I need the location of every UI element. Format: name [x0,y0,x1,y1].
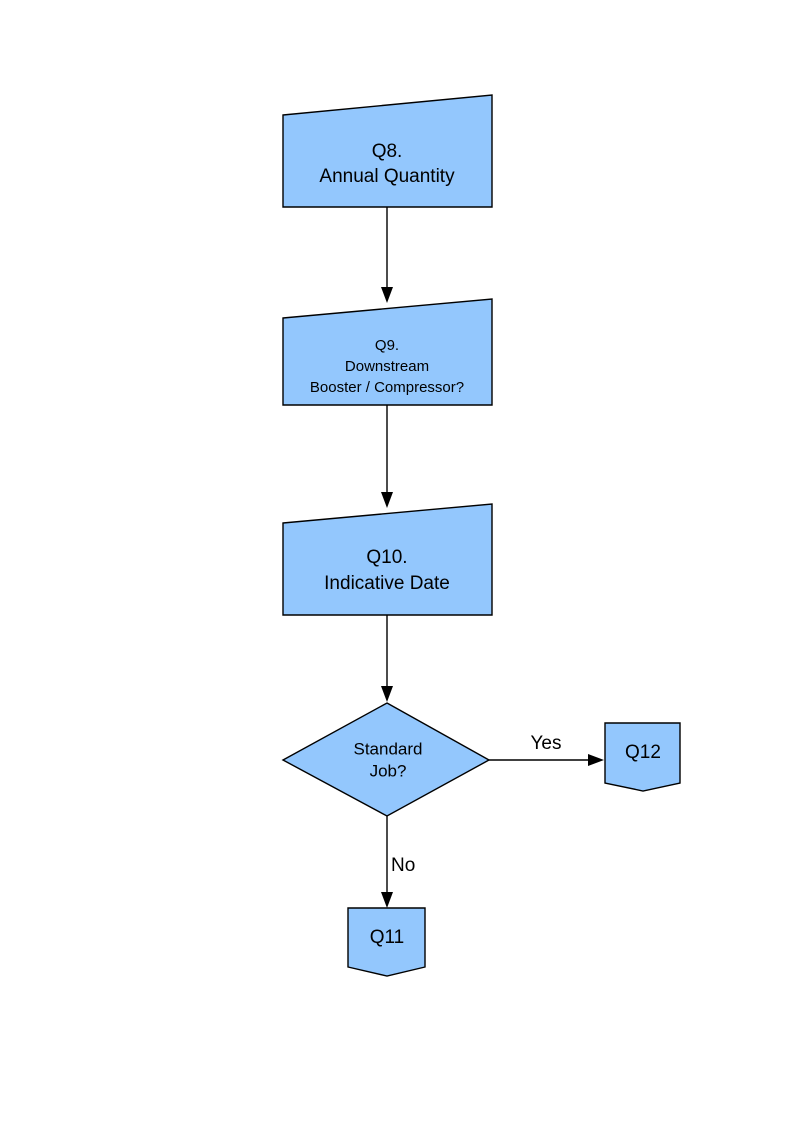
node-q11-shape[interactable] [347,907,426,977]
edge-label-yes: Yes [531,733,562,754]
node-q9-shape[interactable] [282,298,493,406]
connector-decision-to-q12: Yes [489,733,604,766]
node-q8-line1: Q8. [372,141,403,162]
node-q10[interactable]: Q10. Indicative Date [282,503,493,616]
node-q11[interactable]: Q11 [347,907,426,977]
connector-q8-to-q9 [381,207,393,303]
node-q9-line2: Downstream [345,358,429,375]
node-decision-standard-job[interactable]: Standard Job? [281,702,491,817]
node-q10-line2: Indicative Date [324,573,450,594]
node-q9[interactable]: Q9. Downstream Booster / Compressor? [282,298,493,406]
node-decision-line2: Job? [370,761,407,780]
connector-decision-to-q11: No [381,816,415,908]
node-decision-line1: Standard [354,739,423,758]
node-q12-label: Q12 [625,742,661,763]
node-q9-line3: Booster / Compressor? [310,379,464,396]
node-q10-shape[interactable] [282,503,493,616]
arrowhead-q9-q10 [381,492,393,508]
arrowhead-q10-decision [381,686,393,702]
node-q9-line1: Q9. [375,337,399,354]
connector-q9-to-q10 [381,405,393,508]
connector-q10-to-decision [381,615,393,702]
edge-label-no: No [391,855,415,876]
node-decision-shape[interactable] [281,702,491,817]
node-q8[interactable]: Q8. Annual Quantity [282,94,493,208]
node-q10-line1: Q10. [366,547,407,568]
arrowhead-decision-q11 [381,892,393,908]
arrowhead-decision-q12 [588,754,604,766]
node-q8-shape[interactable] [282,94,493,208]
arrowhead-q8-q9 [381,287,393,303]
node-q12-shape[interactable] [604,722,681,792]
node-q8-line2: Annual Quantity [319,166,455,187]
node-q11-label: Q11 [370,927,405,948]
node-q12[interactable]: Q12 [604,722,681,792]
